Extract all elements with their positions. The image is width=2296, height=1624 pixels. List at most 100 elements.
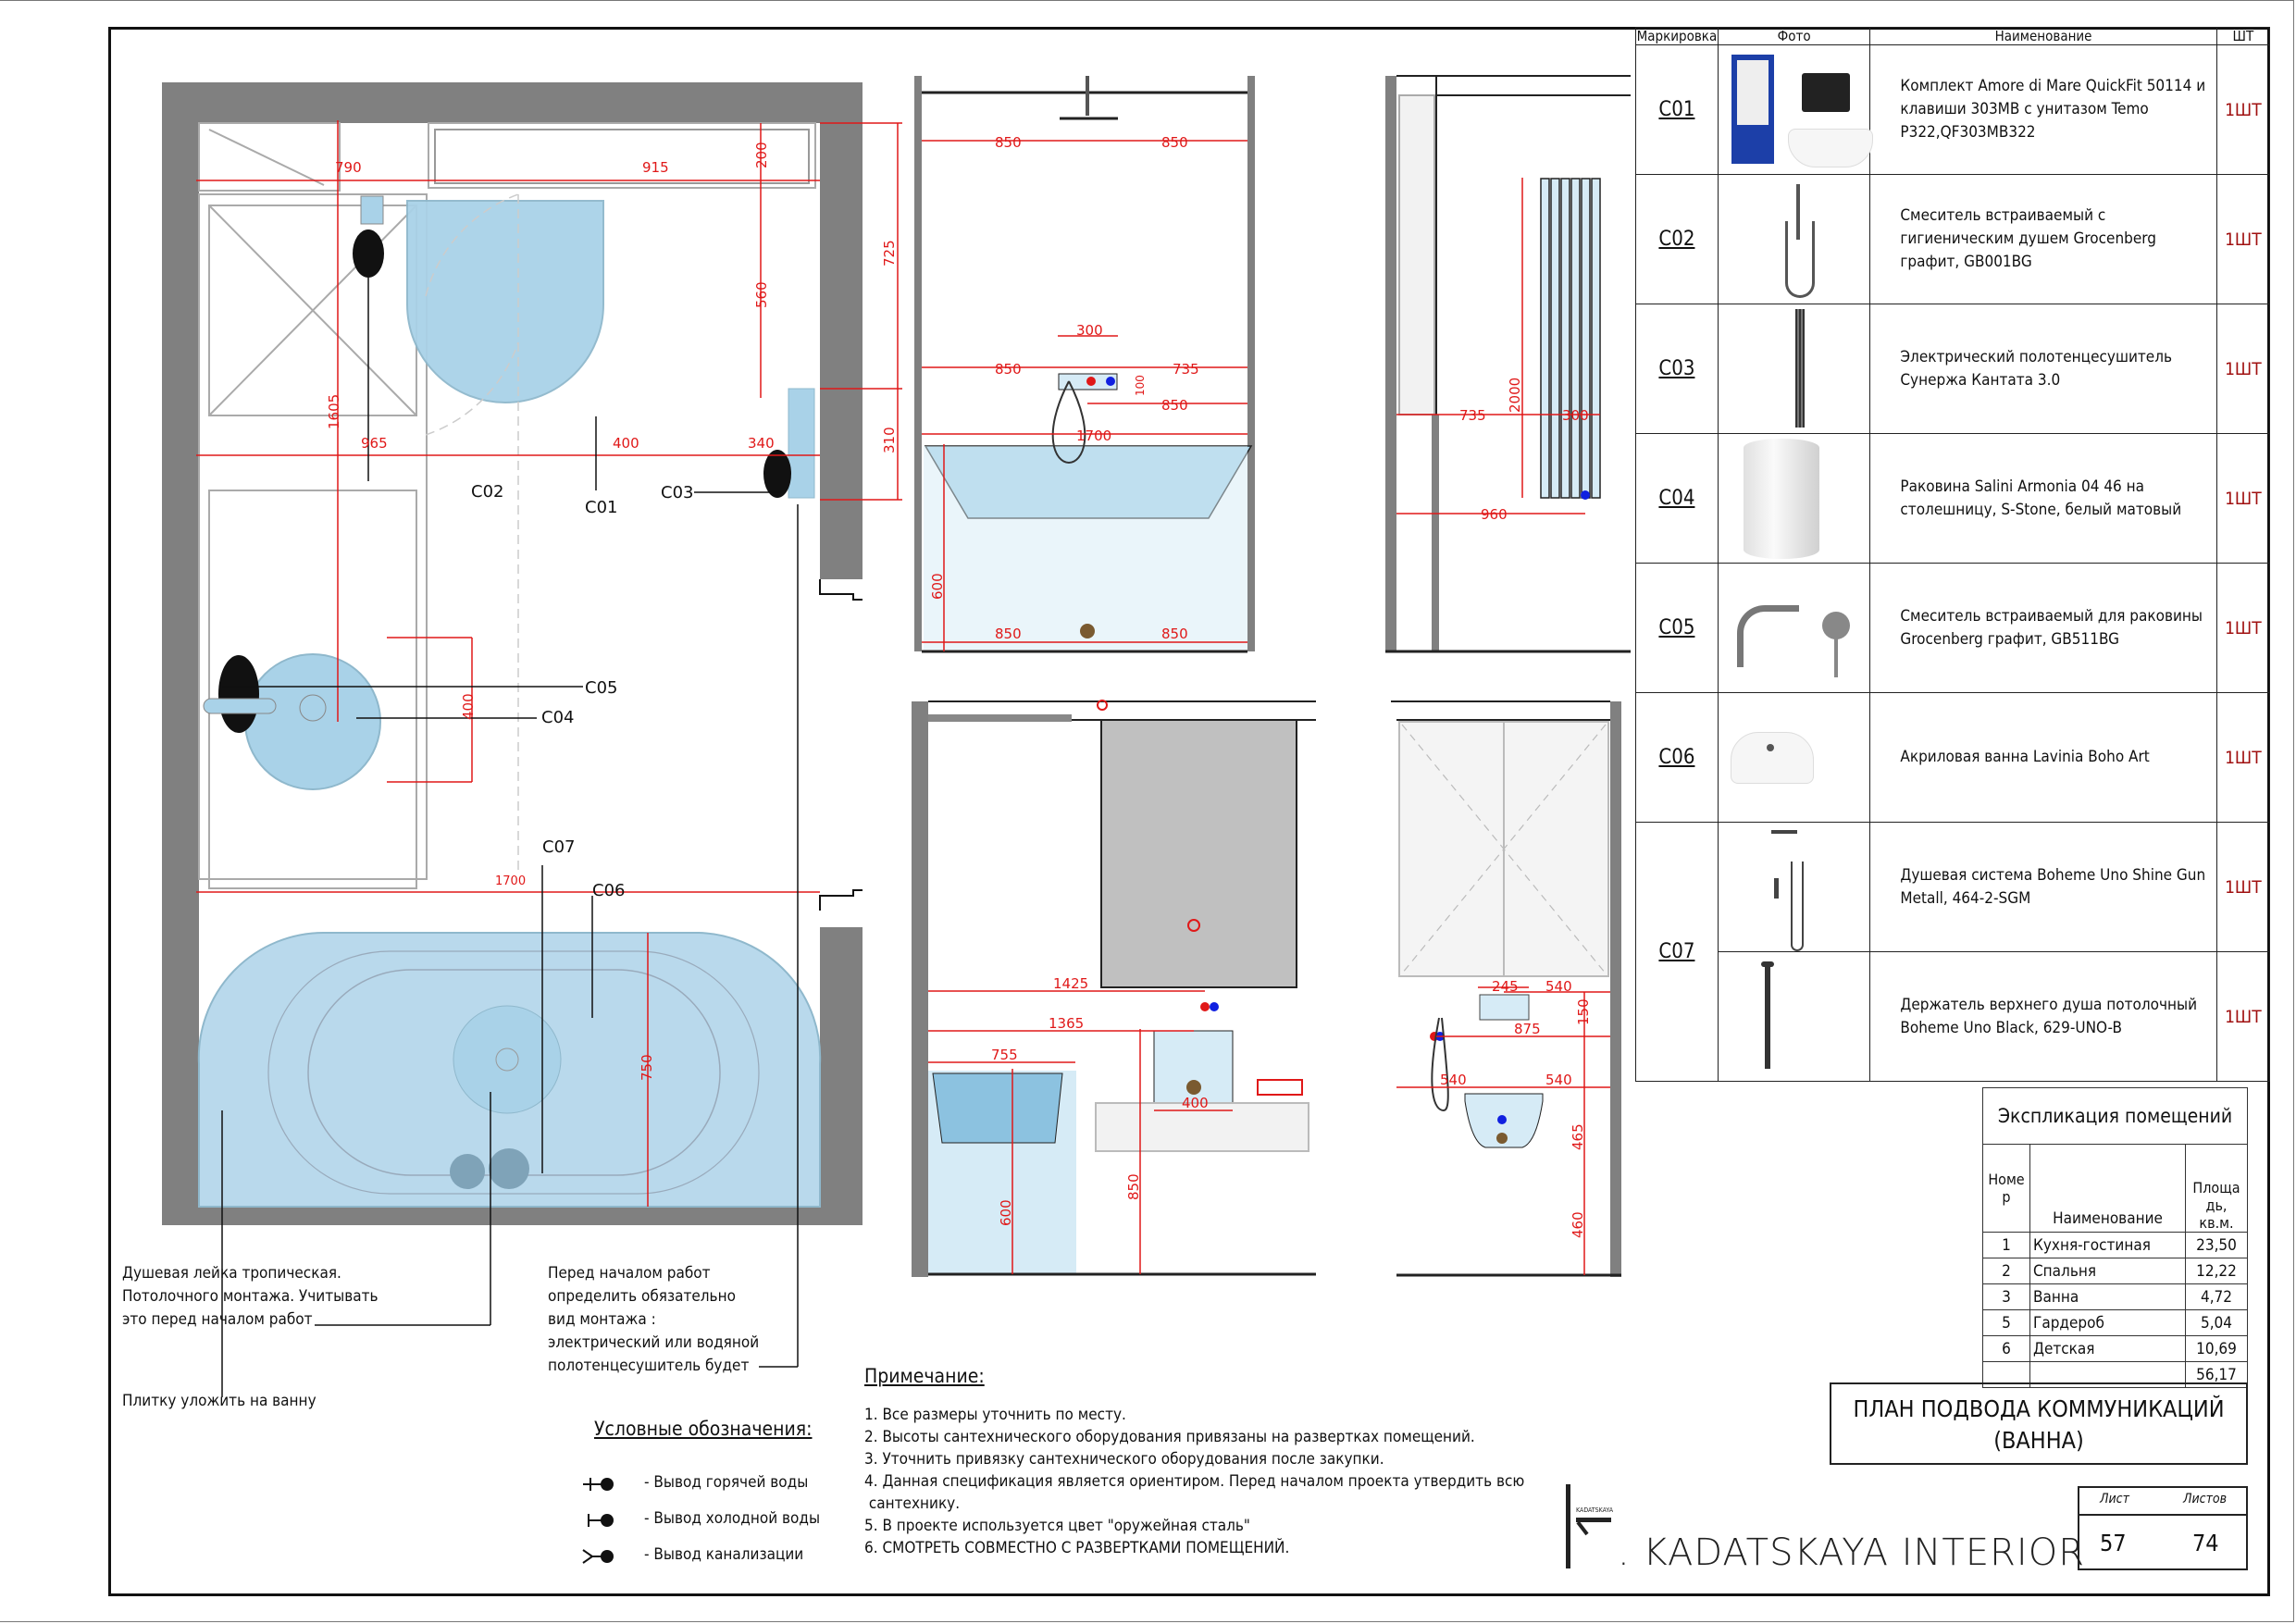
item-qty: 1ШТ xyxy=(2215,304,2271,434)
legend: - Вывод горячей воды - Вывод холодной во… xyxy=(581,1471,859,1580)
dim-310: 310 xyxy=(881,427,898,453)
legend-title: Условные обозначения: xyxy=(594,1418,813,1440)
dim-960: 960 xyxy=(1481,506,1508,523)
item-name: Раковина Salini Armonia 04 46 на столешн… xyxy=(1869,433,2217,564)
room-number: 2 xyxy=(1982,1258,2030,1284)
note-item: 4. Данная спецификация является ориентир… xyxy=(864,1472,1525,1491)
room-name: Ванна xyxy=(2029,1283,2186,1310)
explication-table: Экспликация помещений Номер Наименование… xyxy=(1982,1087,2248,1388)
item-code: C04 xyxy=(1635,433,1719,564)
col-area: Площадь, кв.м. xyxy=(2185,1144,2248,1233)
photo-cylinder-sink xyxy=(1717,433,1871,564)
item-code: C06 xyxy=(1635,692,1719,823)
dim-850: 850 xyxy=(995,626,1022,642)
table-row: C01 Комплект Amore di Mare QuickFit 5011… xyxy=(1635,44,2271,175)
elevation-dryer xyxy=(1385,75,1631,653)
label-c06: C06 xyxy=(592,881,626,900)
col-name: Наименование xyxy=(1869,27,2217,45)
dim-100: 100 xyxy=(1134,375,1147,396)
photo-bathtub xyxy=(1717,692,1871,823)
dim-245: 245 xyxy=(1492,978,1519,995)
brand-logo: . KADATSKAYA INTERIOR xyxy=(1618,1531,2085,1574)
logo-small-text: KADATSKAYA xyxy=(1576,1506,1614,1514)
item-qty: 1ШТ xyxy=(2215,433,2271,564)
dim-300: 300 xyxy=(1562,407,1589,424)
dim-735: 735 xyxy=(1459,407,1486,424)
col-number: Номер xyxy=(1982,1144,2030,1233)
callout-line: Душевая лейка тропическая. xyxy=(122,1264,341,1283)
floor-plan-walls xyxy=(162,82,863,1225)
item-code: C03 xyxy=(1635,304,1719,434)
sheet-title: ПЛАН ПОДВОДА КОММУНИКАЦИЙ (ВАННА) xyxy=(1830,1382,2248,1465)
item-qty: 1ШТ xyxy=(2215,951,2271,1082)
item-qty: 1ШТ xyxy=(2215,563,2271,693)
dim-1700: 1700 xyxy=(1076,428,1112,444)
dim-400: 400 xyxy=(1182,1095,1209,1111)
notes-title: Примечание: xyxy=(864,1365,985,1387)
callout-line: определить обязательно xyxy=(548,1287,736,1306)
item-qty: 1ШТ xyxy=(2215,174,2271,304)
legend-label: - Вывод холодной воды xyxy=(644,1509,821,1528)
room-name: Спальня xyxy=(2029,1258,2186,1284)
photo-shower-system xyxy=(1717,822,1871,952)
table-row: Держатель верхнего душа потолочный Bohem… xyxy=(1636,951,2271,1082)
cold-water-outlet-icon xyxy=(588,1514,614,1527)
note-item: 5. В проекте используется цвет "оружейна… xyxy=(864,1517,1250,1535)
dim-1605: 1605 xyxy=(326,393,342,429)
label-c05: C05 xyxy=(585,678,618,698)
room-name: Детская xyxy=(2029,1335,2186,1362)
dim-540: 540 xyxy=(1545,1072,1572,1088)
note-item: сантехнику. xyxy=(864,1494,961,1513)
room-name: Кухня-гостиная xyxy=(2029,1232,2186,1258)
dim-790: 790 xyxy=(335,159,362,176)
title-line: (ВАННА) xyxy=(1993,1427,2084,1454)
item-qty: 1ШТ xyxy=(2215,44,2271,175)
elevation-wc xyxy=(1391,700,1621,1277)
room-number: 1 xyxy=(1982,1232,2030,1258)
dim-400: 400 xyxy=(613,435,639,452)
table-row: C05 Смеситель встраиваемый для раковины … xyxy=(1635,563,2271,693)
item-name: Держатель верхнего душа потолочный Bohem… xyxy=(1869,951,2217,1082)
photo-installation-frame xyxy=(1717,44,1873,175)
dim-755: 755 xyxy=(991,1047,1018,1063)
item-name: Электрический полотенцесушитель Сунержа … xyxy=(1869,304,2217,434)
sheets-label: Листов xyxy=(2183,1492,2228,1506)
item-code: C01 xyxy=(1635,44,1719,175)
room-area: 12,22 xyxy=(2185,1258,2248,1284)
photo-towel-dryer xyxy=(1717,304,1871,434)
dim-1365: 1365 xyxy=(1049,1015,1085,1032)
dim-560: 560 xyxy=(753,281,770,308)
item-name: Акриловая ванна Lavinia Boho Art xyxy=(1869,692,2217,823)
room-number: 6 xyxy=(1982,1335,2030,1362)
note-item: 3. Уточнить привязку сантехнического обо… xyxy=(864,1450,1384,1469)
dim-340: 340 xyxy=(748,435,775,452)
note-item: 1. Все размеры уточнить по месту. xyxy=(864,1406,1126,1424)
dim-300: 300 xyxy=(1076,322,1103,339)
room-name: Гардероб xyxy=(2029,1309,2186,1336)
table-row: C06 Акриловая ванна Lavinia Boho Art 1ШТ xyxy=(1635,692,2271,823)
callout-shower-head: Душевая лейка тропическая. Потолочного м… xyxy=(122,1262,379,1332)
table-row: C07 Душевая система Boheme Uno Shine Gun… xyxy=(1635,822,2271,1082)
elevation-sink xyxy=(912,700,1316,1277)
item-name: Комплект Amore di Mare QuickFit 50114 и … xyxy=(1869,44,2217,175)
room-area: 23,50 xyxy=(2185,1232,2248,1258)
item-name: Смеситель встраиваемый с гигиеническим д… xyxy=(1869,174,2217,304)
sheet-number: 57 xyxy=(2100,1530,2127,1556)
item-name: Смеситель встраиваемый для раковины Groc… xyxy=(1869,563,2217,693)
callout-line: электрический или водяной xyxy=(548,1333,760,1352)
sheet-number-box: Лист Листов 57 74 xyxy=(2078,1486,2248,1570)
item-code: C02 xyxy=(1635,174,1719,304)
dim-150: 150 xyxy=(1575,998,1592,1025)
note-item: 2. Высоты сантехнического оборудования п… xyxy=(864,1428,1475,1446)
dim-735: 735 xyxy=(1173,361,1199,378)
room-number: 3 xyxy=(1982,1283,2030,1310)
dim-540: 540 xyxy=(1545,978,1572,995)
notes-list: 1. Все размеры уточнить по месту. 2. Выс… xyxy=(864,1404,1524,1559)
room-area: 10,69 xyxy=(2185,1335,2248,1362)
label-c04: C04 xyxy=(541,708,575,727)
